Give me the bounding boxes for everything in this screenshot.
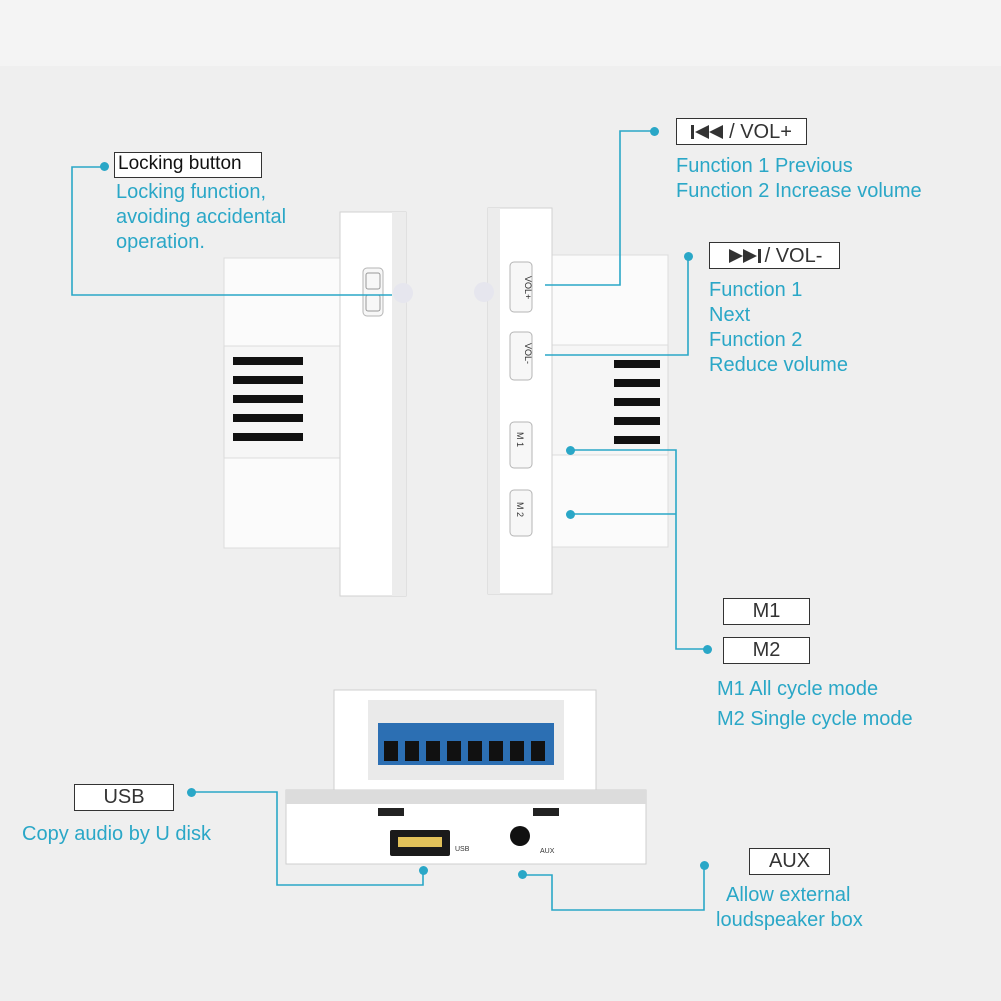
usb-callout-dot <box>187 788 196 797</box>
locking-desc-line-2: avoiding accidental <box>116 206 287 228</box>
bottom-device-view <box>285 689 647 865</box>
m1-label: M1 <box>723 598 810 625</box>
next-line-3: Function 2 <box>709 329 803 351</box>
next-line-1: Function 1 <box>709 279 803 301</box>
m2-label: M2 <box>723 637 810 664</box>
device-mark-aux: AUX <box>540 848 555 855</box>
aux-port-dot <box>518 870 527 879</box>
usb-port-dot <box>419 866 428 875</box>
prev-callout-dot <box>650 127 659 136</box>
locking-callout-dot <box>100 162 109 171</box>
aux-line-1: Allow external <box>726 884 851 906</box>
device-mark-m1: M 1 <box>515 432 525 448</box>
locking-desc-line-3: operation. <box>116 231 205 253</box>
usb-label: USB <box>74 784 174 811</box>
device-mark-vol-plus: VOL+ <box>523 276 533 300</box>
next-line-4: Reduce volume <box>709 354 848 376</box>
prev-vol-plus-label: / VOL+ <box>676 118 807 145</box>
next-line-2: Next <box>709 304 751 326</box>
next-vol-minus-label: / VOL- <box>709 242 840 269</box>
previous-track-icon <box>691 124 725 140</box>
next-vol-minus-text: / VOL- <box>764 244 823 267</box>
mode-line-1: M1 All cycle mode <box>717 678 879 700</box>
device-mark-usb: USB <box>455 846 470 853</box>
device-mark-m2: M 2 <box>515 502 525 518</box>
mode-callout-dot <box>703 645 712 654</box>
m2-button-dot <box>566 510 575 519</box>
next-track-icon <box>727 248 761 264</box>
usb-desc: Copy audio by U disk <box>22 823 211 845</box>
prev-line-2: Function 2 Increase volume <box>676 180 922 202</box>
m1-button-dot <box>566 446 575 455</box>
prev-vol-plus-text: / VOL+ <box>729 120 792 143</box>
left-device-side-view <box>223 211 413 597</box>
locking-desc-line-1: Locking function, <box>116 181 267 203</box>
aux-label: AUX <box>749 848 830 875</box>
aux-line-2: loudspeaker box <box>716 909 863 931</box>
prev-line-1: Function 1 Previous <box>676 155 853 177</box>
right-device-side-view <box>474 207 669 595</box>
locking-button-label: Locking button <box>114 152 262 178</box>
device-mark-vol-minus: VOL- <box>523 343 533 365</box>
aux-callout-dot <box>700 861 709 870</box>
next-callout-dot <box>684 252 693 261</box>
callout-lines <box>71 130 707 911</box>
mode-line-2: M2 Single cycle mode <box>717 708 913 730</box>
